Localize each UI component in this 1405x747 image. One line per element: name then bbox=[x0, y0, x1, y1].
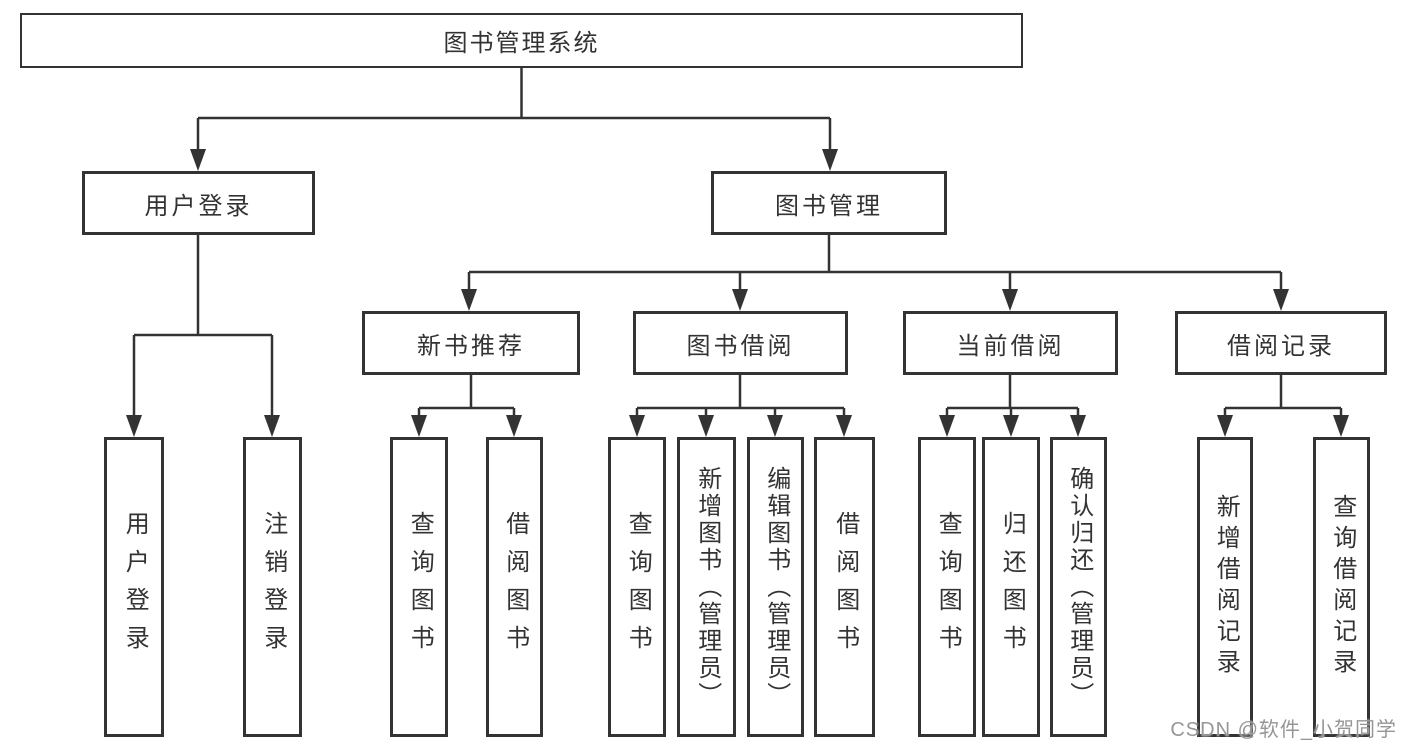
arrow-down-icon bbox=[411, 415, 427, 437]
connector-book-borrow-leaves bbox=[635, 375, 846, 418]
node-label: 用户登录 bbox=[144, 192, 253, 220]
node-label: 确认归还（管理员） bbox=[1065, 465, 1093, 709]
node-label: 当前借阅 bbox=[956, 332, 1065, 360]
leaf-query-books-3: 查询图书 bbox=[918, 437, 976, 737]
connector-book-mgmt-level3 bbox=[467, 235, 1283, 292]
node-label: 查询借阅记录 bbox=[1328, 494, 1356, 680]
node-borrow-records: 借阅记录 bbox=[1175, 311, 1387, 375]
node-label: 图书管理 bbox=[775, 192, 883, 220]
node-label: 借阅图书 bbox=[501, 511, 529, 663]
connector-current-borrow-leaves bbox=[945, 375, 1080, 418]
arrow-down-icon bbox=[1003, 415, 1019, 437]
node-user-login: 用户登录 bbox=[82, 171, 315, 235]
node-label: 新增借阅记录 bbox=[1212, 494, 1240, 680]
arrow-down-icon bbox=[190, 149, 206, 171]
node-label: 新增图书（管理员） bbox=[693, 465, 721, 709]
leaf-query-books-1: 查询图书 bbox=[390, 437, 448, 737]
node-label: 用户登录 bbox=[121, 511, 149, 663]
node-root-system: 图书管理系统 bbox=[20, 13, 1023, 68]
leaf-confirm-return-admin: 确认归还（管理员） bbox=[1050, 437, 1107, 737]
connector-borrow-record-leaves bbox=[1223, 375, 1343, 418]
node-label: 新书推荐 bbox=[417, 332, 525, 360]
node-label: 注销登录 bbox=[259, 511, 287, 663]
connector-new-book-leaves bbox=[417, 375, 516, 418]
arrow-down-icon bbox=[767, 415, 783, 437]
node-book-management: 图书管理 bbox=[711, 171, 947, 235]
arrow-down-icon bbox=[836, 415, 852, 437]
node-label: 查询图书 bbox=[934, 511, 962, 663]
csdn-watermark: CSDN @软件_小贺同学 bbox=[1170, 719, 1397, 741]
node-label: 归还图书 bbox=[998, 511, 1026, 663]
arrow-down-icon bbox=[732, 289, 748, 311]
leaf-borrow-books-1: 借阅图书 bbox=[486, 437, 543, 737]
leaf-add-borrow-record: 新增借阅记录 bbox=[1197, 437, 1253, 737]
node-book-borrowing: 图书借阅 bbox=[633, 311, 848, 375]
leaf-edit-books-admin: 编辑图书（管理员） bbox=[747, 437, 804, 737]
node-label: 查询图书 bbox=[624, 511, 652, 663]
arrow-down-icon bbox=[1217, 415, 1233, 437]
arrow-down-icon bbox=[698, 415, 714, 437]
node-label: 查询图书 bbox=[406, 511, 434, 663]
arrow-down-icon bbox=[1333, 415, 1349, 437]
leaf-query-borrow-record: 查询借阅记录 bbox=[1313, 437, 1370, 737]
leaf-user-login: 用户登录 bbox=[104, 437, 164, 737]
node-current-borrowing: 当前借阅 bbox=[903, 311, 1118, 375]
node-label: 借阅图书 bbox=[831, 511, 859, 663]
leaf-query-books-2: 查询图书 bbox=[608, 437, 666, 737]
arrow-down-icon bbox=[1070, 415, 1086, 437]
connector-root-to-level2 bbox=[196, 68, 832, 152]
leaf-logout: 注销登录 bbox=[243, 437, 302, 737]
node-label: 图书借阅 bbox=[686, 332, 795, 360]
arrow-down-icon bbox=[1002, 289, 1018, 311]
leaf-return-books: 归还图书 bbox=[982, 437, 1040, 737]
node-label: 图书管理系统 bbox=[443, 30, 600, 57]
arrow-down-icon bbox=[461, 289, 477, 311]
arrow-down-icon bbox=[264, 415, 280, 437]
arrow-down-icon bbox=[506, 415, 522, 437]
leaf-borrow-books-2: 借阅图书 bbox=[814, 437, 875, 737]
connector-user-login-leaves bbox=[132, 235, 274, 418]
arrow-down-icon bbox=[1273, 289, 1289, 311]
node-label: 编辑图书（管理员） bbox=[762, 465, 790, 709]
arrow-down-icon bbox=[822, 149, 838, 171]
arrow-down-icon bbox=[629, 415, 645, 437]
arrow-down-icon bbox=[126, 415, 142, 437]
arrow-down-icon bbox=[939, 415, 955, 437]
node-label: 借阅记录 bbox=[1227, 332, 1335, 360]
node-new-book-recommend: 新书推荐 bbox=[362, 311, 580, 375]
leaf-add-books-admin: 新增图书（管理员） bbox=[677, 437, 736, 737]
